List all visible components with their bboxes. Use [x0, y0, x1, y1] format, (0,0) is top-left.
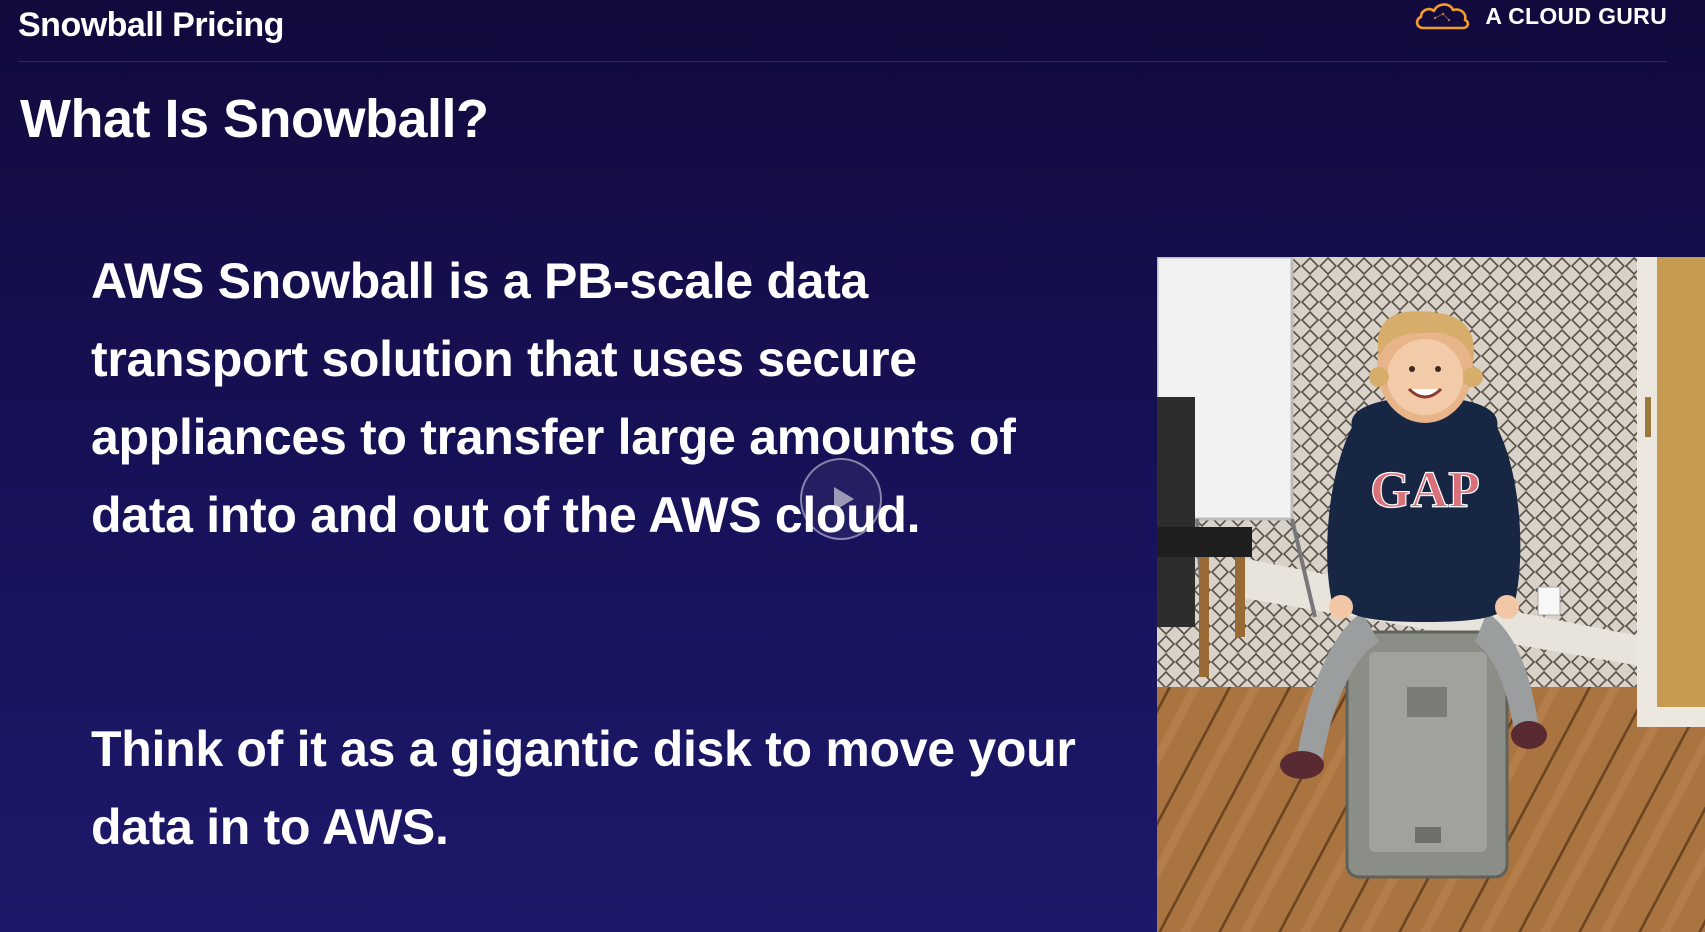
- video-play-button[interactable]: [800, 458, 882, 540]
- slide-heading: What Is Snowball?: [20, 89, 489, 149]
- snowball-photo: GAP: [1157, 257, 1705, 932]
- slide-paragraph-definition: AWS Snowball is a PB-scale data transpor…: [91, 253, 1016, 543]
- sweatshirt-logo-text: GAP: [1370, 462, 1480, 519]
- cloud-logo-icon: [1416, 3, 1470, 30]
- brand: A CLOUD GURU: [1413, 0, 1667, 32]
- slide-paragraph-analogy: Think of it as a gigantic disk to move y…: [91, 721, 1076, 855]
- brand-name: A CLOUD GURU: [1485, 2, 1667, 29]
- lesson-title: Snowball Pricing: [18, 6, 284, 44]
- header-divider: [18, 61, 1667, 62]
- play-icon[interactable]: [833, 487, 854, 511]
